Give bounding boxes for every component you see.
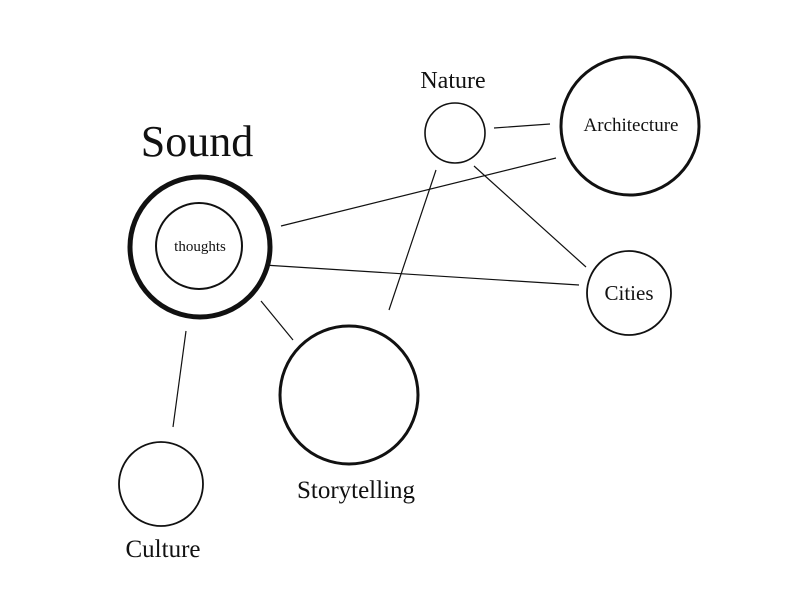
edge-nature-cities bbox=[473, 165, 587, 268]
storytelling-label: Storytelling bbox=[297, 477, 416, 504]
culture-label: Culture bbox=[126, 536, 201, 563]
thoughts-label: thoughts bbox=[174, 239, 226, 255]
edge-sound-culture bbox=[172, 330, 187, 428]
sound-title: Sound bbox=[141, 117, 253, 166]
nature-node[interactable] bbox=[424, 102, 486, 164]
cities-label: Cities bbox=[604, 281, 653, 305]
cities-node[interactable] bbox=[586, 250, 672, 336]
edge-sound-architecture bbox=[280, 157, 557, 227]
nodes bbox=[118, 55, 701, 527]
edge-nature-architecture bbox=[493, 123, 551, 129]
nature-label: Nature bbox=[420, 68, 485, 94]
edge-thoughts-cities bbox=[247, 263, 580, 286]
edges bbox=[172, 123, 587, 428]
storytelling-node[interactable] bbox=[278, 324, 420, 466]
edge-sound-storytelling bbox=[260, 300, 294, 341]
labels: Sound thoughts Nature Architecture Citie… bbox=[126, 68, 679, 563]
thoughts-node[interactable] bbox=[155, 202, 243, 290]
edge-nature-storytelling bbox=[388, 169, 437, 311]
architecture-node[interactable] bbox=[559, 55, 701, 197]
architecture-label: Architecture bbox=[584, 115, 679, 136]
culture-node[interactable] bbox=[118, 441, 204, 527]
